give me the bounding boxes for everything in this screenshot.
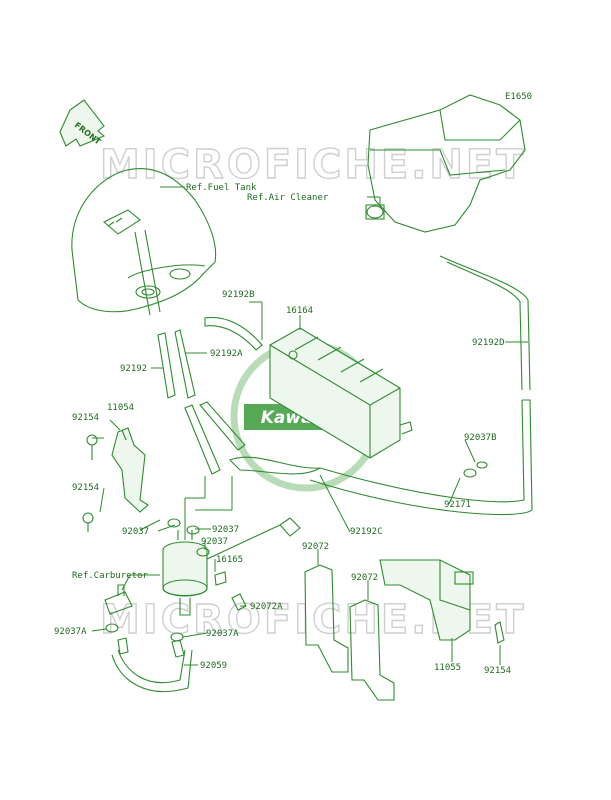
fuel-filter-icon: [162, 530, 227, 616]
watermark-top: MICROFICHE.NET: [100, 142, 527, 188]
clamp-11054-icon: [82, 427, 149, 532]
label-92059: 92059: [200, 661, 227, 671]
label-ref-carburetor: Ref.Carburetor: [72, 571, 148, 581]
callout-labels: Ref.Fuel Tank Ref.Air Cleaner 92192B 161…: [54, 183, 511, 676]
label-ref-fuel-tank: Ref.Fuel Tank: [186, 183, 257, 193]
hoses-group: [111, 255, 533, 693]
label-92072A: 92072A: [250, 602, 283, 612]
label-16164: 16164: [286, 306, 313, 316]
label-92192D: 92192D: [472, 338, 505, 348]
diagram-code: E1650: [505, 92, 532, 102]
label-92192: 92192: [120, 364, 147, 374]
label-92154-right: 92154: [484, 666, 511, 676]
fuel-tank-icon: [71, 168, 217, 316]
label-92037B: 92037B: [464, 433, 497, 443]
label-92192C: 92192C: [350, 527, 383, 537]
front-arrow-icon: FRONT: [59, 99, 106, 147]
label-11054: 11054: [107, 403, 134, 413]
label-11055: 11055: [434, 663, 461, 673]
label-92192B: 92192B: [222, 290, 255, 300]
label-92072-left: 92072: [302, 542, 329, 552]
label-92037A-right: 92037A: [206, 629, 239, 639]
label-ref-air-cleaner: Ref.Air Cleaner: [247, 193, 329, 203]
label-92037-lower: 92037: [201, 537, 228, 547]
canister-icon: [269, 327, 413, 459]
label-92154-upper: 92154: [72, 413, 99, 423]
label-92037A-left: 92037A: [54, 627, 87, 637]
leader-lines: [91, 186, 528, 666]
label-92154-lower: 92154: [72, 483, 99, 493]
label-16165: 16165: [216, 555, 243, 565]
label-92171: 92171: [444, 500, 471, 510]
brackets-group: [231, 564, 395, 701]
label-92072-right: 92072: [351, 573, 378, 583]
label-92037-right: 92037: [212, 525, 239, 535]
label-92037-left: 92037: [122, 527, 149, 537]
label-92192A: 92192A: [210, 349, 243, 359]
air-cleaner-icon: [365, 94, 526, 233]
bracket-11055-icon: [379, 559, 505, 644]
